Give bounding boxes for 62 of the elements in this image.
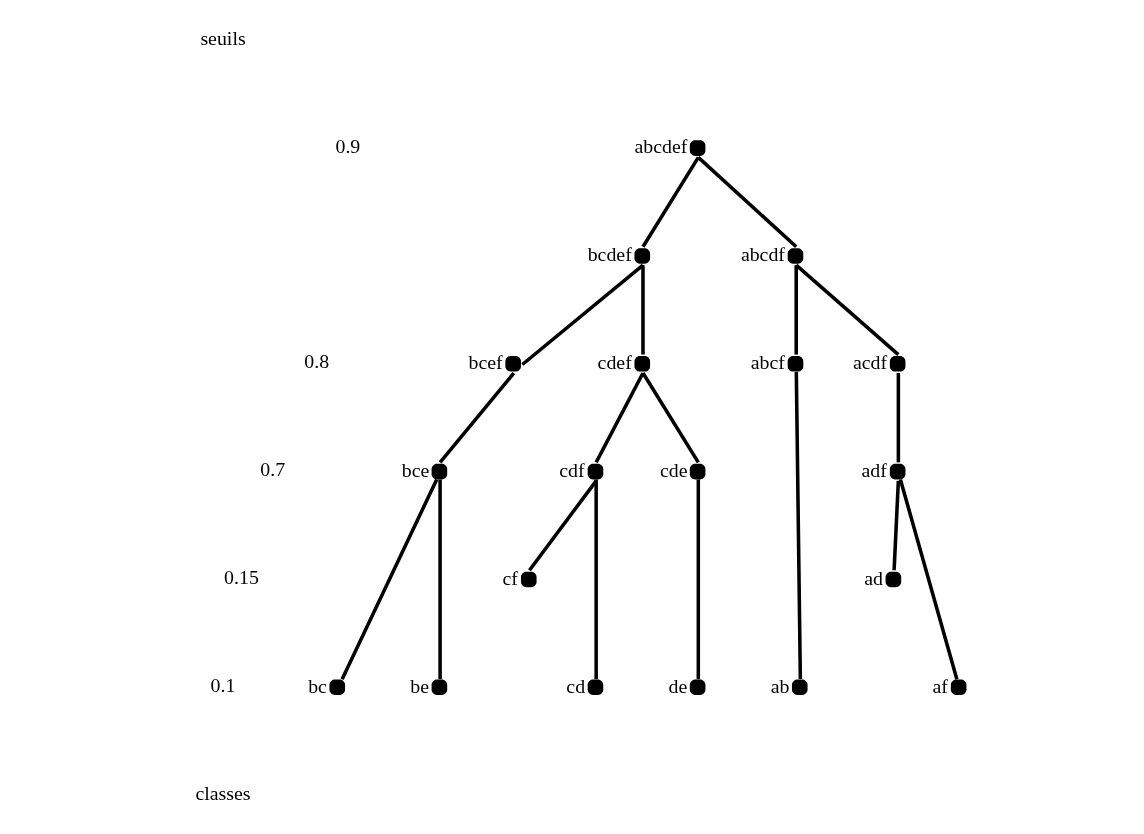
node-circle — [633, 248, 650, 264]
node-label: adf — [860, 458, 887, 481]
node-label: abcf — [750, 351, 785, 374]
label: 0.9 — [334, 134, 360, 157]
label: 0.1 — [210, 673, 235, 696]
node-label: de — [668, 674, 687, 697]
connector — [520, 263, 644, 366]
label: classes — [194, 781, 251, 804]
connector — [794, 263, 900, 356]
connector — [896, 373, 900, 463]
node-label: ab — [770, 674, 789, 697]
node-label: cd — [565, 674, 585, 697]
node-circle — [885, 571, 901, 588]
node-circle — [950, 679, 966, 696]
connector — [438, 371, 515, 464]
connector — [437, 479, 442, 680]
node-circle — [689, 679, 705, 696]
node-circle — [889, 463, 905, 480]
label: 0.15 — [223, 565, 259, 588]
node-circle — [520, 571, 537, 588]
connector — [696, 479, 700, 680]
node-label: acdf — [852, 351, 887, 374]
node-circle — [587, 463, 603, 480]
connector — [898, 479, 959, 680]
connector — [640, 156, 700, 248]
node-label: cf — [502, 566, 518, 589]
node-circle — [587, 679, 603, 696]
node-label: bcef — [467, 351, 503, 374]
node-label: af — [931, 674, 948, 697]
node-label: abcdf — [740, 243, 785, 266]
node-label: bcdef — [587, 243, 632, 266]
node-label: bc — [307, 674, 327, 697]
connector — [640, 372, 700, 464]
node-label: cdf — [558, 458, 585, 481]
node-circle — [633, 356, 650, 372]
node-label: ad — [863, 566, 883, 589]
connector — [594, 372, 645, 464]
node-circle — [787, 356, 803, 372]
connector — [794, 371, 802, 680]
node-label: cde — [659, 458, 688, 481]
node-circle — [504, 356, 521, 372]
node-circle — [689, 140, 705, 156]
node-label: cdef — [597, 351, 632, 374]
node-circle — [791, 679, 808, 696]
label: 0.7 — [259, 458, 285, 481]
node-label: bce — [401, 458, 429, 481]
connector — [696, 156, 797, 249]
node-label: be — [409, 674, 429, 697]
node-circle — [689, 463, 705, 480]
node-circle — [431, 463, 447, 480]
node-label: abcdef — [633, 135, 687, 158]
connector — [793, 265, 798, 355]
connector — [340, 478, 438, 680]
label: 0.8 — [303, 350, 329, 373]
node-circle — [889, 356, 905, 372]
node-circle — [431, 679, 447, 696]
label: seuils — [199, 26, 246, 49]
connector — [640, 265, 645, 355]
connector — [891, 480, 900, 571]
node-circle — [328, 679, 345, 696]
connector — [593, 479, 598, 680]
node-circle — [787, 248, 803, 264]
